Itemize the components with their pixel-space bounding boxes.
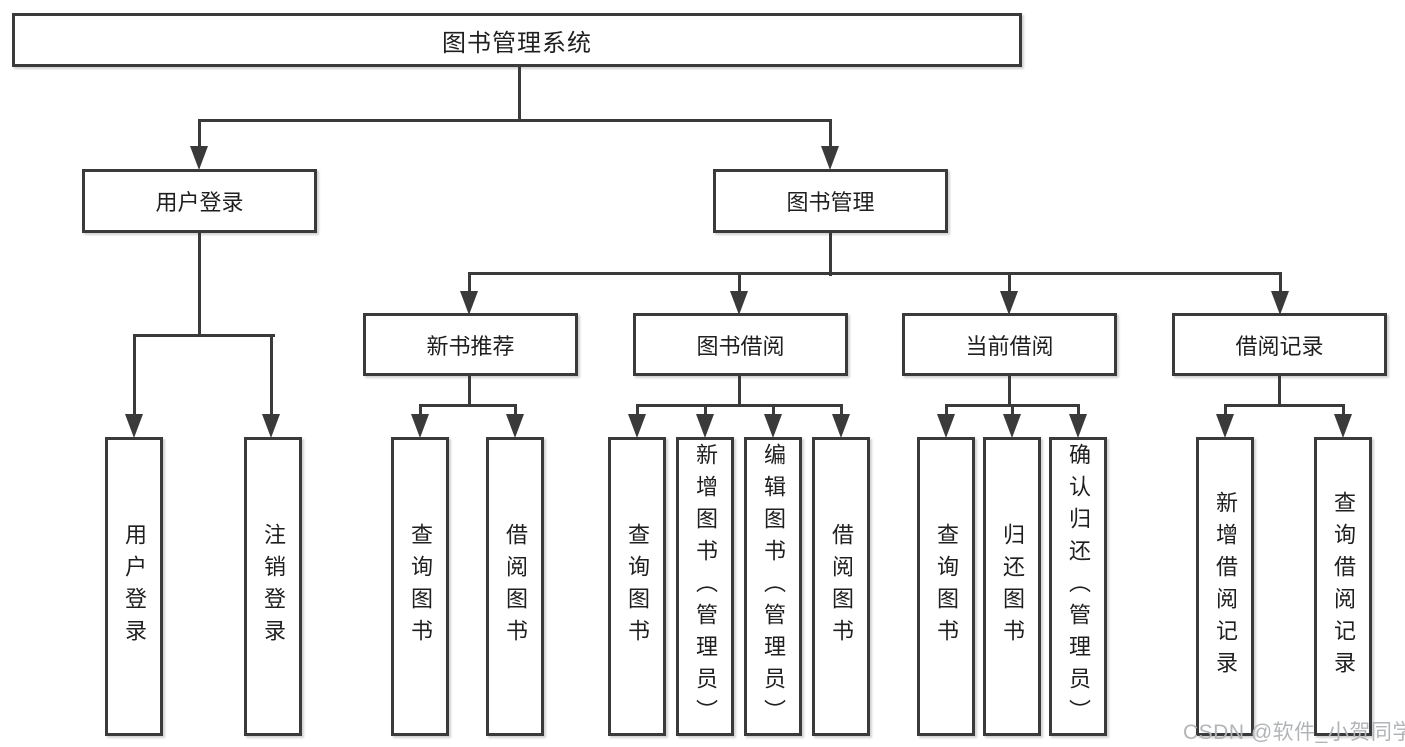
connector-new-book-recommend-stem [468, 375, 471, 407]
node-label: 新书推荐 [426, 333, 515, 359]
connector-drop-borrowing-records [1279, 272, 1282, 294]
connector-root-bus [198, 119, 832, 122]
connector-root-stem [518, 67, 521, 122]
arrowhead-logout [262, 414, 280, 438]
connector-drop-book-borrowing [738, 272, 741, 294]
node-label: 图书借阅 [696, 333, 785, 359]
node-new-book-recommend: 新书推荐 [363, 313, 578, 376]
node-label: 注销登录 [261, 522, 286, 651]
connector-user-login-stem [198, 232, 201, 337]
arrowhead-new-book-recommend [460, 291, 478, 315]
connector-drop-add-book-admin [704, 404, 707, 417]
node-add-book-admin: 新增图书（管理员） [676, 437, 734, 736]
connector-drop-new-book-recommend [468, 272, 471, 294]
connector-drop-query-books-newrec [419, 404, 422, 417]
arrowhead-query-books-current [937, 414, 955, 438]
connector-drop-query-books-current [945, 404, 948, 417]
arrowhead-add-borrow-record [1216, 414, 1234, 438]
arrowhead-book-borrowing [730, 291, 748, 315]
connector-book-management-stem [829, 232, 832, 276]
arrowhead-current-borrowing [1000, 291, 1018, 315]
arrowhead-query-books-borrow [628, 414, 646, 438]
node-label: 查询借阅记录 [1331, 490, 1356, 683]
node-logout: 注销登录 [244, 437, 302, 736]
connector-drop-borrow-books-newrec [514, 404, 517, 417]
node-label: 用户登录 [155, 190, 244, 215]
node-book-borrowing: 图书借阅 [633, 313, 848, 376]
connector-new-book-recommend-bus [419, 404, 517, 407]
arrowhead-borrow-books-newrec [506, 414, 524, 438]
connector-user-login-bus [134, 334, 275, 337]
node-query-books-newrec: 查询图书 [391, 437, 449, 736]
node-user-login: 用户登录 [82, 169, 317, 233]
node-label: 确认归还（管理员） [1066, 442, 1091, 731]
node-label: 新增借阅记录 [1213, 490, 1238, 683]
connector-book-borrowing-bus [636, 404, 843, 407]
node-label: 图书管理系统 [442, 29, 592, 57]
node-label: 当前借阅 [965, 333, 1054, 359]
arrowhead-confirm-return-admin [1069, 414, 1087, 438]
connector-drop-current-borrowing [1008, 272, 1011, 294]
connector-drop-return-books [1011, 404, 1014, 417]
node-borrow-books-borrow: 借阅图书 [812, 437, 870, 736]
connector-drop-edit-book-admin [772, 404, 775, 417]
node-library-management-system: 图书管理系统 [12, 13, 1022, 67]
connector-drop-confirm-return-admin [1077, 404, 1080, 417]
node-current-borrowing: 当前借阅 [902, 313, 1117, 376]
node-label: 查询图书 [408, 522, 433, 651]
connector-current-borrowing-stem [1008, 375, 1011, 407]
node-query-books-current: 查询图书 [917, 437, 975, 736]
node-label: 用户登录 [122, 522, 147, 651]
node-label: 新增图书（管理员） [693, 442, 718, 731]
connector-drop-query-books-borrow [636, 404, 639, 417]
arrowhead-edit-book-admin [764, 414, 782, 438]
node-borrowing-records: 借阅记录 [1172, 313, 1387, 376]
connector-drop-logout [270, 334, 273, 416]
connector-drop-user-login-leaf [133, 334, 136, 416]
connector-drop-borrow-books-borrow [840, 404, 843, 417]
node-edit-book-admin: 编辑图书（管理员） [744, 437, 802, 736]
csdn-watermark: CSDN @软件_小贺同学 [1183, 721, 1405, 744]
arrowhead-return-books [1003, 414, 1021, 438]
node-query-borrow-record: 查询借阅记录 [1314, 437, 1372, 736]
arrowhead-borrowing-records [1271, 291, 1289, 315]
node-label: 编辑图书（管理员） [761, 442, 786, 731]
arrowhead-query-books-newrec [411, 414, 429, 438]
arrowhead-query-borrow-record [1334, 414, 1352, 438]
arrowhead-user-login [190, 146, 208, 170]
connector-drop-book-management [829, 119, 832, 149]
connector-level3-bus [468, 272, 1282, 275]
node-borrow-books-newrec: 借阅图书 [486, 437, 544, 736]
node-label: 归还图书 [1000, 522, 1025, 651]
node-book-management: 图书管理 [713, 169, 948, 233]
node-return-books: 归还图书 [983, 437, 1041, 736]
node-label: 借阅记录 [1235, 333, 1324, 359]
node-label: 借阅图书 [503, 522, 528, 651]
node-user-login-leaf: 用户登录 [105, 437, 163, 736]
node-confirm-return-admin: 确认归还（管理员） [1049, 437, 1107, 736]
connector-book-borrowing-stem [738, 375, 741, 407]
node-add-borrow-record: 新增借阅记录 [1196, 437, 1254, 736]
node-label: 图书管理 [786, 190, 875, 215]
node-query-books-borrow: 查询图书 [608, 437, 666, 736]
arrowhead-add-book-admin [696, 414, 714, 438]
node-label: 查询图书 [625, 522, 650, 651]
arrowhead-book-management [821, 146, 839, 170]
connector-borrowing-records-bus [1224, 404, 1344, 407]
connector-drop-query-borrow-record [1342, 404, 1345, 417]
node-label: 借阅图书 [829, 522, 854, 651]
arrowhead-borrow-books-borrow [832, 414, 850, 438]
connector-drop-add-borrow-record [1224, 404, 1227, 417]
connector-drop-user-login [198, 119, 201, 149]
arrowhead-user-login-leaf [125, 414, 143, 438]
node-label: 查询图书 [934, 522, 959, 651]
connector-borrowing-records-stem [1278, 375, 1281, 407]
